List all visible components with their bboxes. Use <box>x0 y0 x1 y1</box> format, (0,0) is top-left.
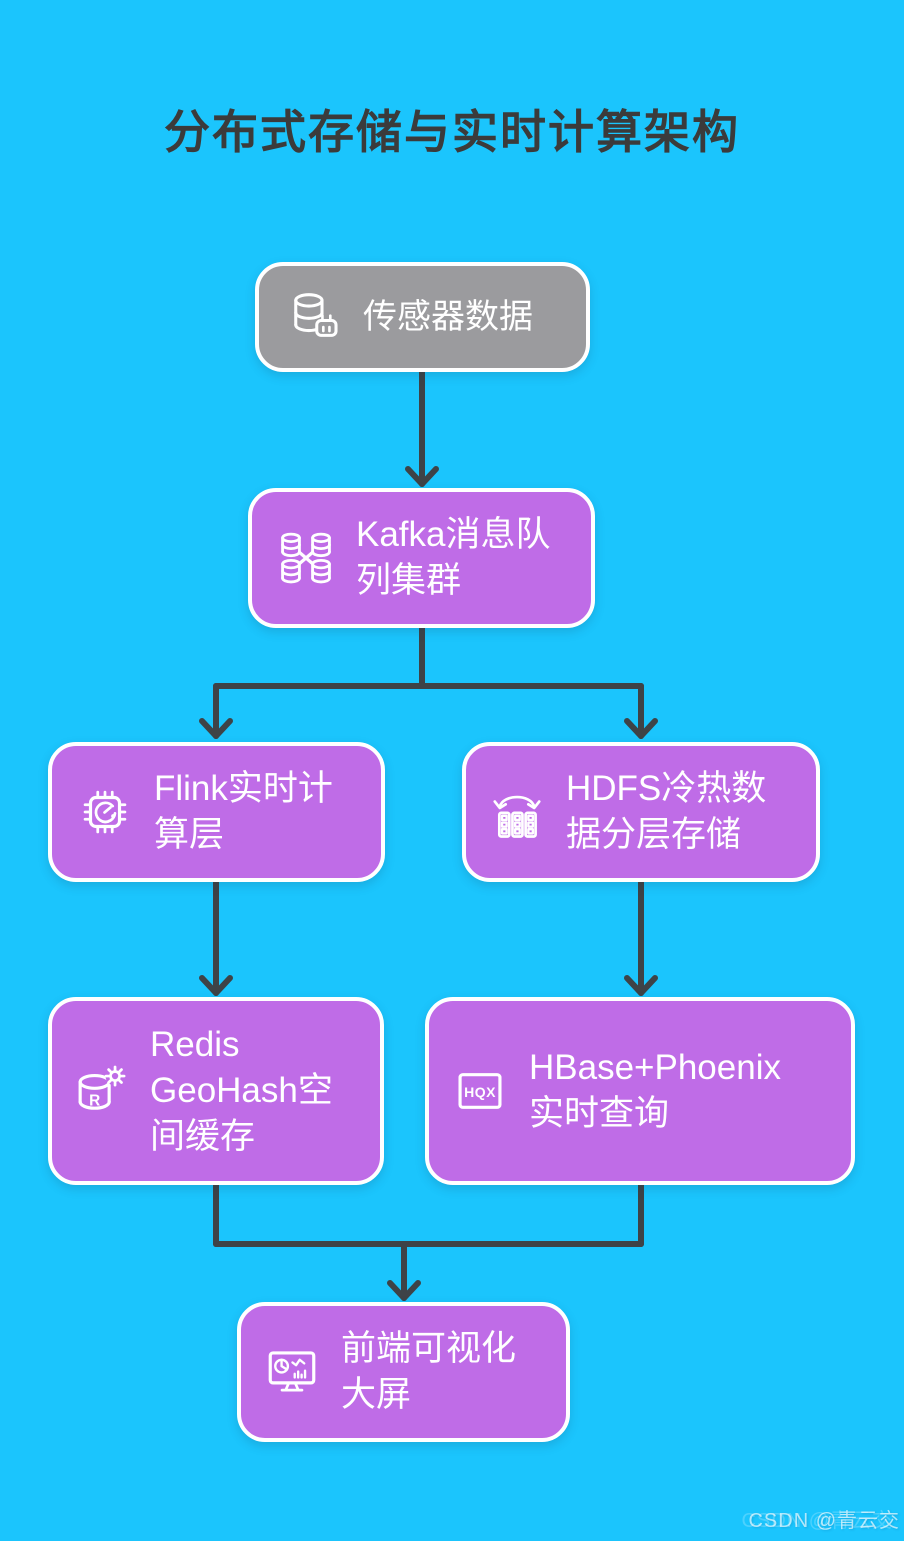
database-sensor-icon <box>294 293 338 337</box>
node-sensor-data: 传感器数据 <box>255 262 590 372</box>
tier-swap-icon <box>493 795 541 838</box>
node-hdfs-storage: HDFS冷热数 据分层存储 <box>462 742 820 882</box>
node-frontend-dashboard: 前端可视化 大屏 <box>237 1302 570 1442</box>
node-label: HBase+Phoenix 实时查询 <box>529 1047 781 1133</box>
node-label: Redis GeoHash空 间缓存 <box>150 1024 333 1157</box>
node-flink-compute: Flink实时计 算层 <box>48 742 385 882</box>
svg-text:HQX: HQX <box>464 1084 496 1100</box>
node-label: Kafka消息队 列集群 <box>356 514 551 600</box>
hqx-badge-icon: HQX <box>458 1073 502 1109</box>
page-title: 分布式存储与实时计算架构 <box>164 106 740 158</box>
node-label: HDFS冷热数 据分层存储 <box>566 768 767 854</box>
node-label: 前端可视化 大屏 <box>341 1328 517 1414</box>
csdn-watermark: CSDN @青云交 <box>748 1510 900 1532</box>
node-redis-geohash-cache: R Redis GeoHash空 间缓存 <box>48 997 384 1185</box>
node-hbase-phoenix-query: HQX HBase+Phoenix 实时查询 <box>425 997 855 1185</box>
node-kafka-cluster: Kafka消息队 列集群 <box>248 488 595 628</box>
kafka-cluster-icon <box>281 532 331 584</box>
svg-text:R: R <box>89 1093 100 1110</box>
redis-gear-icon: R <box>78 1065 126 1110</box>
chip-gauge-icon <box>83 790 127 834</box>
dashboard-monitor-icon <box>268 1351 316 1392</box>
node-label: Flink实时计 算层 <box>154 768 333 854</box>
node-label: 传感器数据 <box>363 297 533 336</box>
